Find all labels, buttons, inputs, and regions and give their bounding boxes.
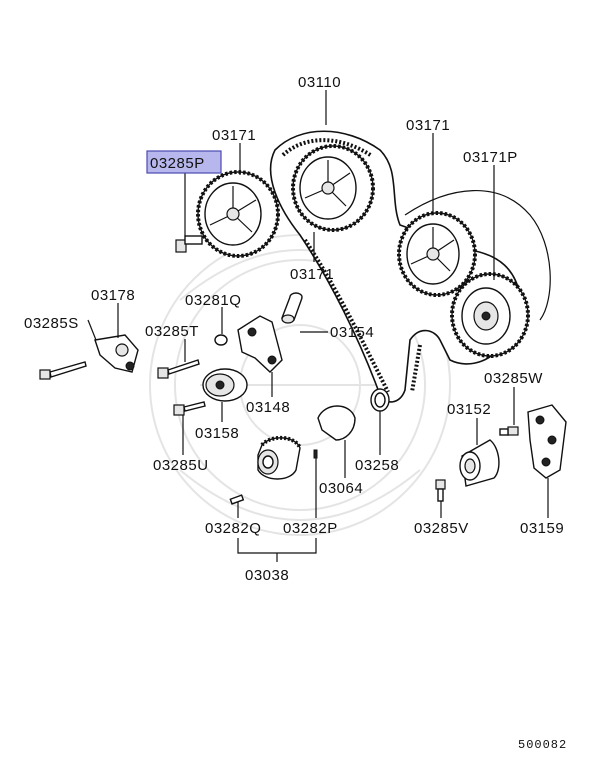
bolt-03285t — [157, 359, 200, 379]
label-sprocket-right-top[interactable]: 03171 — [406, 117, 450, 134]
label-seal-03258[interactable]: 03258 — [355, 457, 399, 474]
label-bracket-03148[interactable]: 03148 — [246, 399, 290, 416]
label-plate-03064[interactable]: 03064 — [319, 480, 363, 497]
bolt-03285v — [435, 479, 446, 502]
camshaft-sprocket-center — [291, 144, 375, 232]
label-bolt-03285t[interactable]: 03285T — [145, 323, 199, 340]
label-tensioner-arm[interactable]: 03178 — [91, 287, 135, 304]
label-sprocket-right-bottom[interactable]: 03171P — [463, 149, 518, 166]
highlight-box — [146, 150, 222, 174]
label-sprocket-left[interactable]: 03171 — [212, 127, 256, 144]
label-bolt-03285s[interactable]: 03285S — [24, 315, 79, 332]
label-belt[interactable]: 03110 — [298, 74, 341, 91]
plate-03064 — [317, 405, 356, 441]
bracket-03148 — [237, 315, 283, 373]
washer-03281q — [214, 334, 228, 346]
part-labels: 03110 03171 03285P 03171 03171 03171P 03… — [24, 74, 564, 584]
label-sprocket-center[interactable]: 03171 — [290, 266, 334, 283]
label-washer-03281q[interactable]: 03281Q — [185, 292, 241, 309]
seal-03258 — [370, 388, 390, 412]
tensioner-pulley — [202, 368, 248, 402]
diagram-code: 500082 — [518, 738, 568, 752]
label-pin-03154[interactable]: 03154 — [330, 324, 374, 341]
tensioner-arm — [94, 334, 139, 373]
bolt-03285s — [39, 361, 87, 380]
bracket-03159 — [527, 404, 567, 479]
bolt-03285w — [499, 426, 519, 436]
label-key-03282q[interactable]: 03282Q — [205, 520, 261, 537]
camshaft-sprocket-right-bottom — [450, 272, 530, 358]
camshaft-sprocket-right-top — [397, 211, 477, 297]
leader-lines — [87, 90, 549, 562]
key-03282q — [229, 494, 245, 505]
label-bolt-03285w[interactable]: 03285W — [484, 370, 543, 387]
label-key-03282p[interactable]: 03282P — [283, 520, 338, 537]
crank-sprocket — [257, 435, 302, 480]
bolt-03285p — [175, 235, 203, 253]
camshaft-sprocket-left — [196, 170, 280, 258]
pin-03154 — [281, 292, 303, 324]
key-03282p — [313, 449, 318, 459]
label-bolt-03285v[interactable]: 03285V — [414, 520, 469, 537]
label-bolt-03285p[interactable]: 03285P — [150, 155, 205, 172]
bolt-03285u — [173, 401, 206, 416]
label-idler-pulley[interactable]: 03152 — [447, 401, 491, 418]
idler-pulley — [459, 439, 500, 487]
label-crank-sprocket[interactable]: 03038 — [245, 567, 289, 584]
label-tensioner-pulley[interactable]: 03158 — [195, 425, 239, 442]
label-bolt-03285u[interactable]: 03285U — [153, 457, 209, 474]
label-bracket-03159[interactable]: 03159 — [520, 520, 564, 537]
